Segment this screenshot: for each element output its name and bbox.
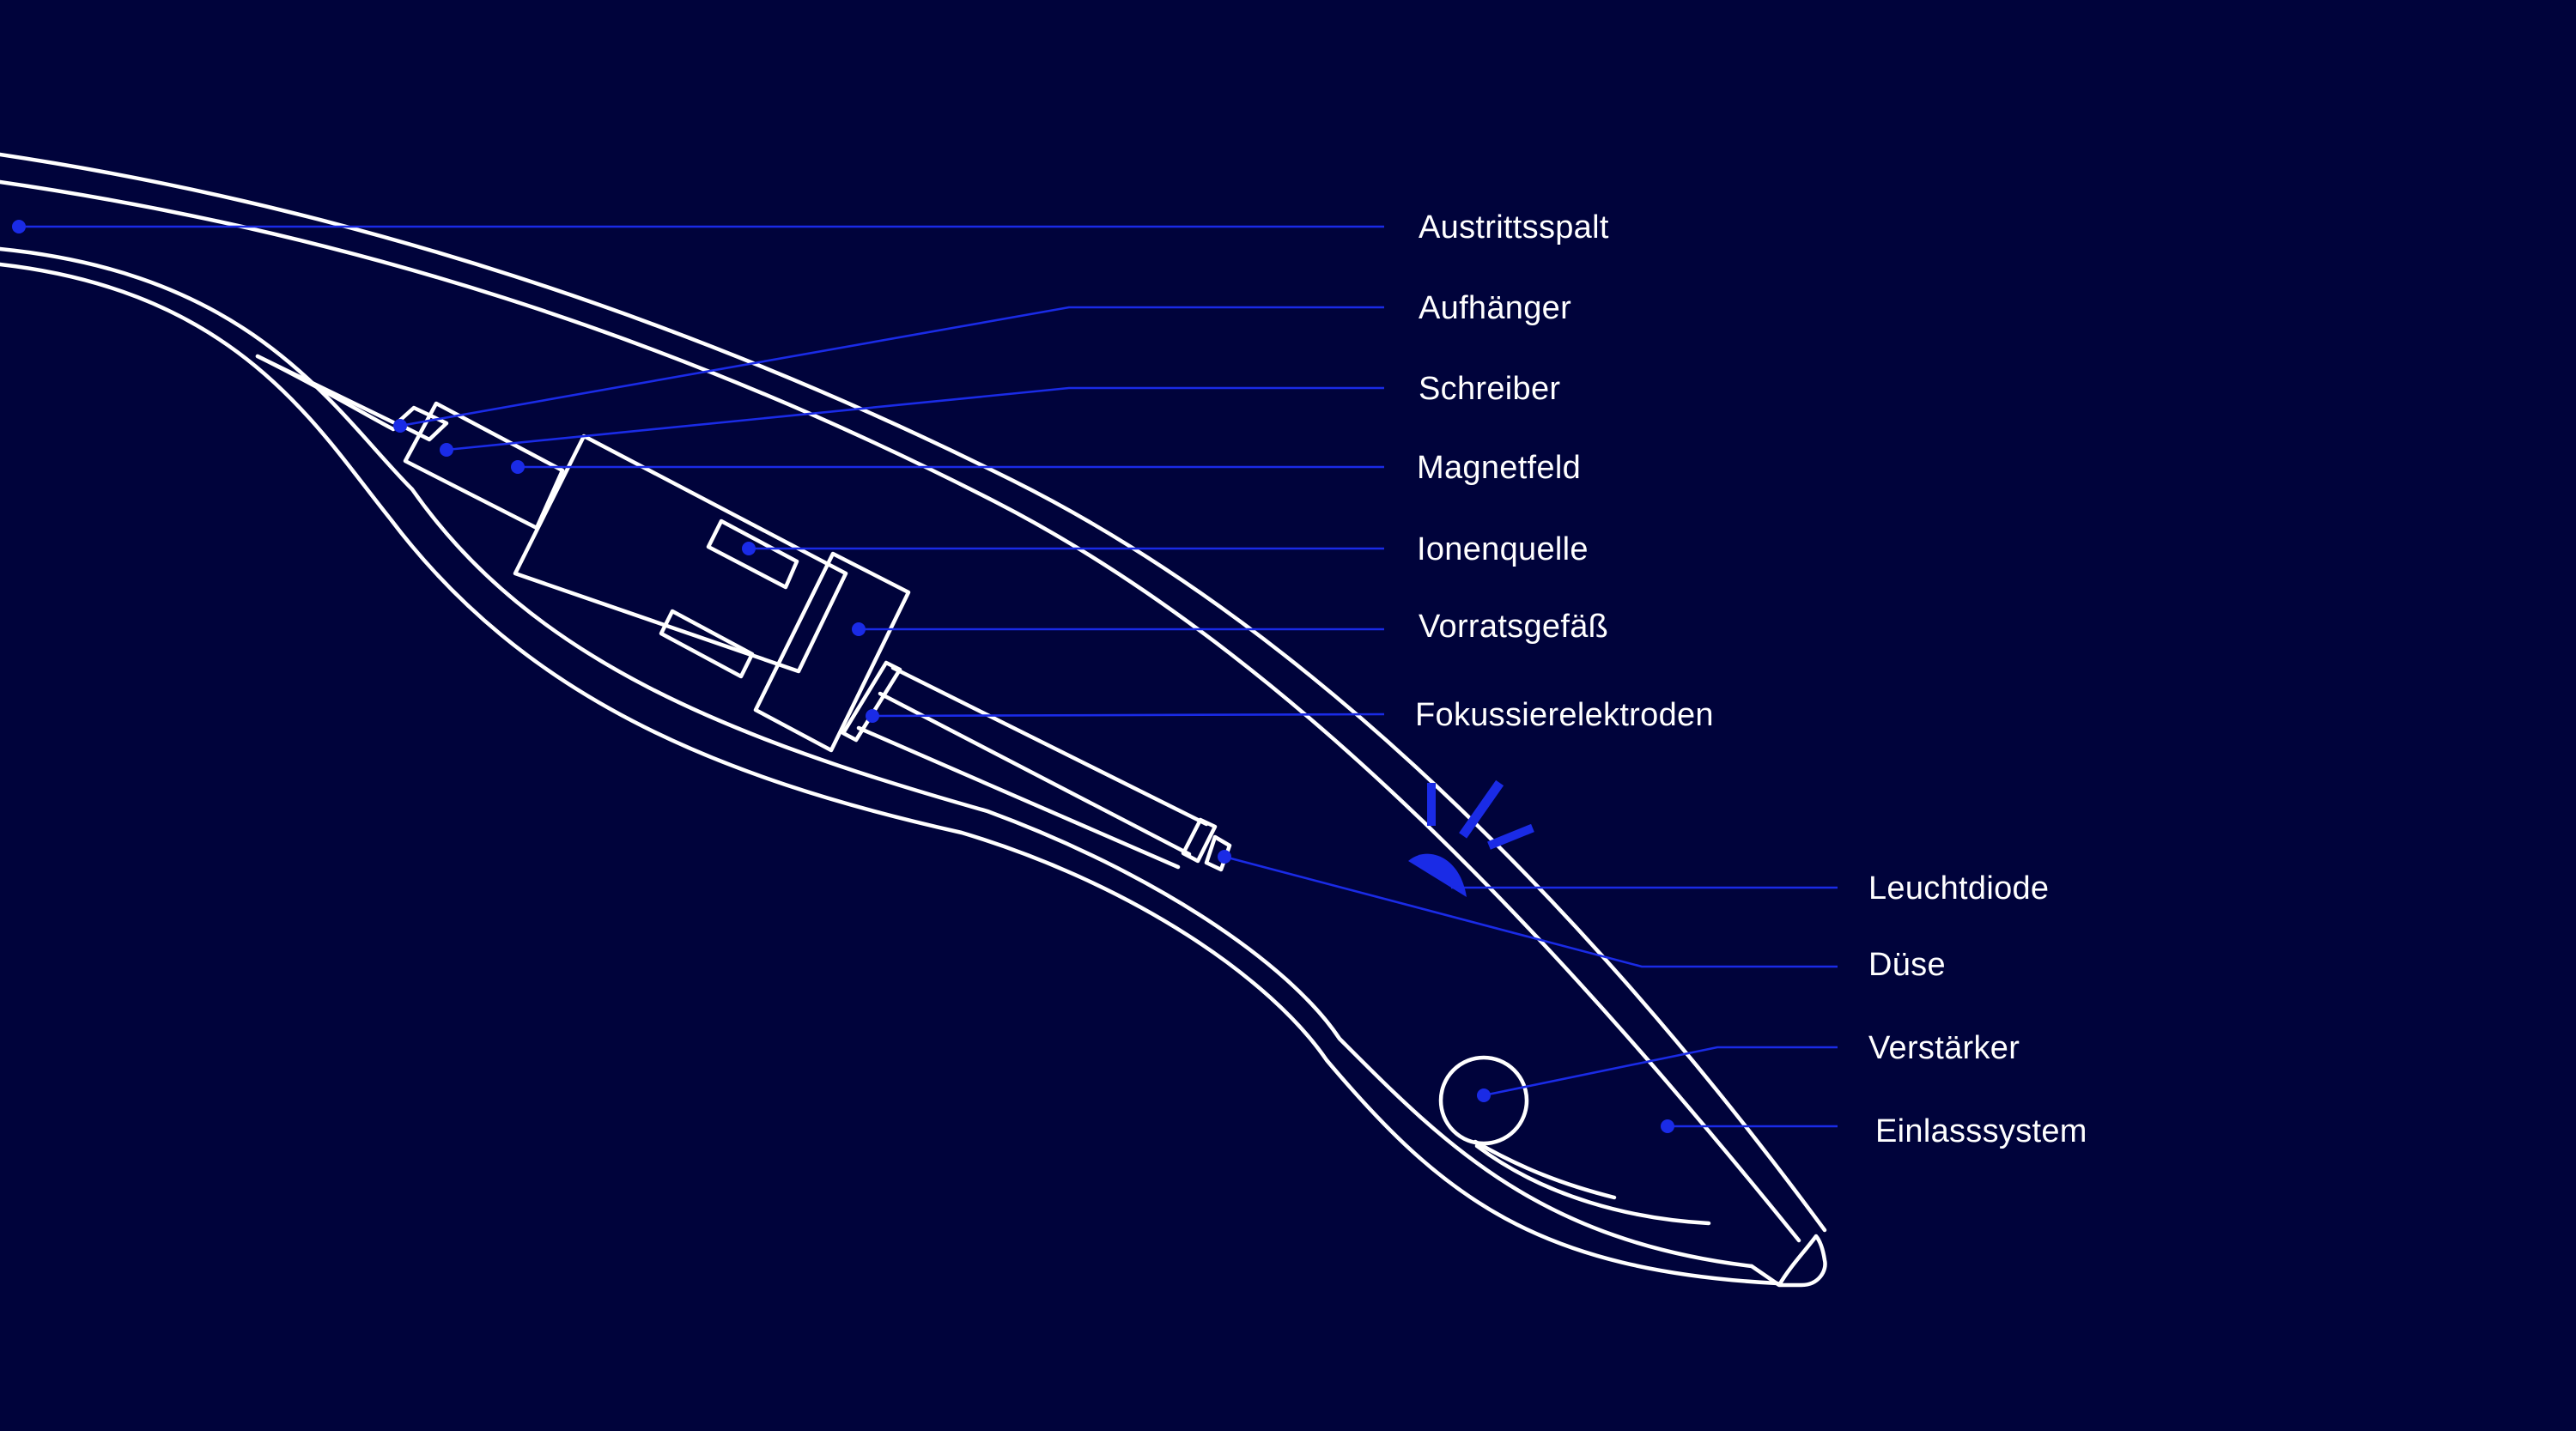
label-verstaerker: Verstärker — [1868, 1030, 2020, 1066]
leader-aufhaenger — [399, 306, 1384, 427]
dot-austrittsspalt — [12, 220, 26, 233]
label-vorratsgefaess: Vorratsgefäß — [1419, 609, 1608, 645]
dot-magnetfeld — [511, 460, 525, 474]
duese-end-block — [1181, 817, 1218, 864]
pen-nib-inner-line — [1474, 1143, 1711, 1226]
dot-fokussierelektroden — [866, 709, 879, 723]
led-ray-3 — [1487, 823, 1534, 850]
dot-ionenquelle — [742, 542, 756, 555]
fokussier-tube-top — [890, 665, 1209, 827]
dot-verstaerker — [1477, 1088, 1491, 1102]
label-austrittsspalt: Austrittsspalt — [1419, 209, 1609, 246]
magnetfeld-body — [513, 434, 848, 674]
dot-aufhaenger — [393, 419, 407, 433]
label-ionenquelle: Ionenquelle — [1417, 531, 1589, 567]
label-aufhaenger: Aufhänger — [1419, 290, 1571, 326]
label-magnetfeld: Magnetfeld — [1417, 450, 1581, 486]
callout-labels: Austrittsspalt Aufhänger Schreiber Magne… — [1415, 209, 2087, 1149]
anchor-dots — [12, 220, 1674, 1133]
dot-vorratsgefaess — [852, 622, 866, 636]
led-light-icon — [1408, 779, 1534, 897]
dot-duese — [1218, 850, 1231, 864]
pen-inner-bottom-edge — [0, 246, 1754, 1269]
label-fokussierelektroden: Fokussierelektroden — [1415, 697, 1714, 733]
leader-lines — [19, 225, 1838, 1128]
dot-einlasssystem — [1661, 1119, 1674, 1133]
label-duese: Düse — [1868, 947, 1946, 983]
pen-tip — [1749, 1234, 1827, 1288]
led-dome — [1408, 853, 1467, 897]
pen-outer-bottom-edge — [0, 262, 1780, 1286]
leader-fokussierelektroden — [872, 712, 1385, 718]
leader-schreiber — [446, 386, 1384, 452]
label-schreiber: Schreiber — [1419, 371, 1560, 407]
leader-duese — [1224, 855, 1838, 968]
fokussier-tube-mid — [856, 725, 1181, 870]
rear-tube-bottom — [255, 354, 396, 432]
pen-inner-top-edge — [0, 179, 1801, 1243]
internal-components — [255, 354, 1617, 1200]
led-ray-1 — [1427, 783, 1436, 826]
label-einlasssystem: Einlasssystem — [1875, 1113, 2087, 1149]
verstaerker-circle — [1438, 1055, 1529, 1146]
label-leuchtdiode: Leuchtdiode — [1868, 870, 2049, 907]
verstaerker-lead — [1473, 1139, 1617, 1200]
led-ray-2 — [1459, 779, 1504, 839]
duese-tip — [1204, 834, 1232, 872]
fokussier-tube-bottom — [878, 691, 1192, 857]
vorratsgefaess-block — [753, 551, 911, 753]
leader-verstaerker — [1483, 1046, 1838, 1097]
dot-schreiber — [440, 443, 453, 457]
magnet-inner-box — [659, 609, 755, 679]
